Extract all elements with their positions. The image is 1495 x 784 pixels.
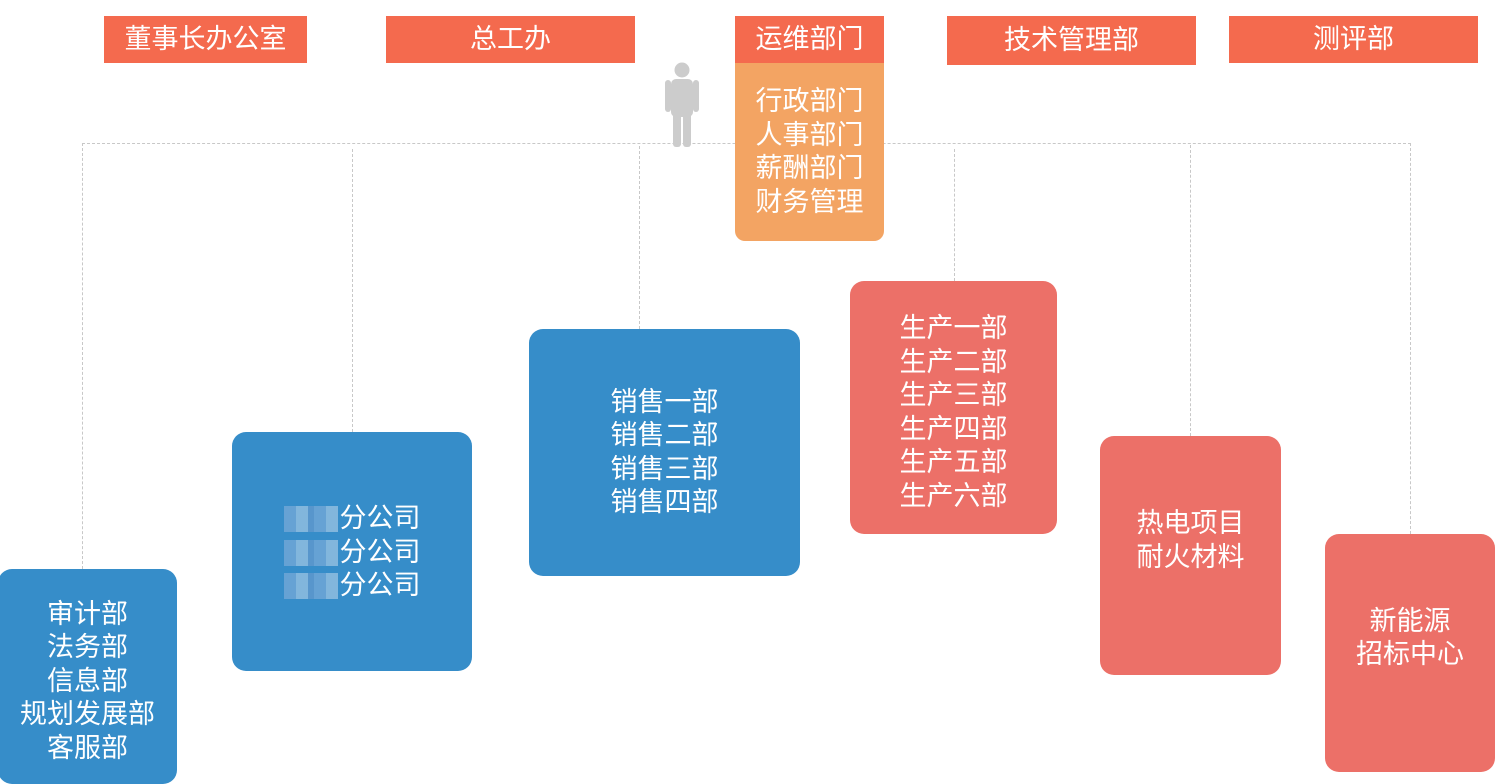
newenergy-box: 新能源 招标中心 xyxy=(1325,534,1495,772)
tech-management-box: 技术管理部 xyxy=(947,16,1196,65)
tech-management-label: 技术管理部 xyxy=(1004,25,1139,56)
connector-to-branches xyxy=(352,149,353,432)
production-item: 生产二部 xyxy=(899,346,1008,378)
branches-box: 分公司 分公司 分公司 xyxy=(232,432,472,671)
person-icon xyxy=(664,62,700,148)
connector-to-sales xyxy=(639,146,640,329)
admin-group-item: 审计部 xyxy=(47,598,128,630)
operations-sub-item: 财务管理 xyxy=(755,186,864,218)
production-item: 生产四部 xyxy=(899,413,1008,445)
operations-sub-item: 薪酬部门 xyxy=(755,153,864,184)
connector-to-admin-group xyxy=(82,143,83,569)
production-item: 生产一部 xyxy=(899,313,1008,344)
branch-item: 分公司 xyxy=(339,536,421,568)
chief-engineer-office-label: 总工办 xyxy=(470,24,551,55)
connector-to-production xyxy=(954,149,955,281)
sales-item: 销售一部 xyxy=(610,386,719,418)
sales-item: 销售二部 xyxy=(610,420,719,451)
redacted-name xyxy=(283,539,338,566)
sales-item: 销售三部 xyxy=(610,453,719,485)
branch-row: 分公司 xyxy=(283,536,421,570)
evaluation-box: 测评部 xyxy=(1229,16,1478,63)
admin-group-item: 客服部 xyxy=(47,732,128,764)
projects-item: 热电项目 xyxy=(1136,508,1245,539)
sales-item: 销售四部 xyxy=(610,487,719,518)
evaluation-label: 测评部 xyxy=(1313,24,1394,55)
branch-item: 分公司 xyxy=(339,503,421,535)
production-item: 生产五部 xyxy=(899,447,1008,478)
newenergy-item: 招标中心 xyxy=(1356,639,1464,670)
admin-group-box: 审计部 法务部 信息部 规划发展部 客服部 xyxy=(0,569,177,784)
connector-to-newenergy xyxy=(1410,143,1411,534)
chairman-office-label: 董事长办公室 xyxy=(124,24,287,55)
branch-item: 分公司 xyxy=(339,570,421,602)
production-item: 生产六部 xyxy=(899,480,1008,512)
branch-row: 分公司 xyxy=(283,502,421,536)
operations-box: 运维部门 xyxy=(735,16,884,63)
operations-sub-item: 行政部门 xyxy=(755,86,864,117)
production-box: 生产一部 生产二部 生产三部 生产四部 生产五部 生产六部 xyxy=(850,281,1057,534)
chief-engineer-office-box: 总工办 xyxy=(386,16,635,63)
projects-box: 热电项目 耐火材料 xyxy=(1100,436,1281,675)
operations-subs-box: 行政部门 人事部门 薪酬部门 财务管理 xyxy=(735,63,884,241)
operations-label: 运维部门 xyxy=(755,24,864,55)
production-item: 生产三部 xyxy=(899,380,1008,411)
projects-item: 耐火材料 xyxy=(1136,541,1245,573)
chairman-office-box: 董事长办公室 xyxy=(104,16,307,63)
branch-row: 分公司 xyxy=(283,569,421,603)
redacted-name xyxy=(283,573,338,599)
connector-to-projects xyxy=(1190,145,1191,436)
sales-box: 销售一部 销售二部 销售三部 销售四部 xyxy=(529,329,800,576)
operations-sub-item: 人事部门 xyxy=(755,119,864,151)
redacted-name xyxy=(283,506,338,532)
admin-group-item: 信息部 xyxy=(47,665,128,697)
newenergy-item: 新能源 xyxy=(1369,605,1451,637)
admin-group-item: 法务部 xyxy=(47,632,128,664)
admin-group-item: 规划发展部 xyxy=(20,699,155,731)
